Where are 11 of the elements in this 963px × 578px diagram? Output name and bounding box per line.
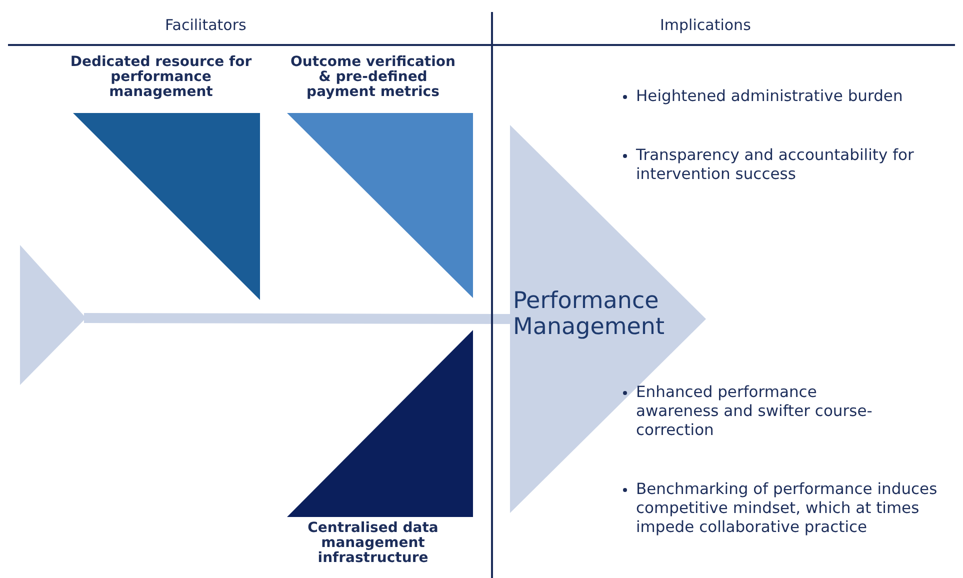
spine-line [84, 313, 510, 324]
column-header: Facilitators [165, 16, 246, 34]
facilitator-heading: Dedicated resource for performance management [70, 55, 252, 100]
facilitator-heading: Centralised data management infrastructure [306, 521, 440, 566]
implication-bullet: Enhanced performance awareness and swifter course-correction [620, 383, 875, 440]
implication-bullet: Transparency and accountability for intervention success [620, 146, 955, 184]
facilitator-heading: Outcome verification & pre-defined payment metrics [290, 55, 456, 100]
column-header: Implications [660, 16, 751, 34]
implication-bullet: Benchmarking of performance induces competitive mindset, which at times impede collaborative practice [620, 480, 950, 537]
implication-bullet: Heightened administrative burden [620, 87, 910, 106]
node-label: Performance Management [513, 288, 666, 340]
